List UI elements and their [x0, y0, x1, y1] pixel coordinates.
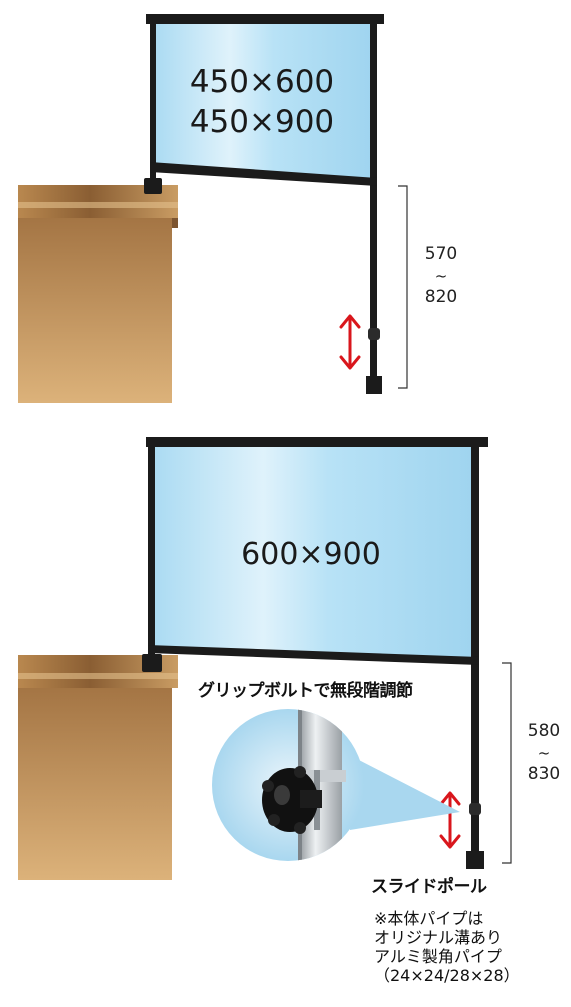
bottom-partition: [142, 437, 488, 869]
grip-bolt-caption: グリップボルトで無段階調節: [198, 681, 413, 701]
bottom-height-range: 580 ~ 830: [521, 723, 567, 783]
bottom-height-bracket: [502, 662, 512, 864]
top-adjust-arrow: [339, 314, 361, 370]
bottom-panel-size: 600×900: [241, 537, 381, 572]
top-panel-sizes: 450×600 450×900: [150, 62, 374, 142]
pipe-note: ※本体パイプは オリジナル溝あり アルミ製角パイプ （24×24/28×28）: [374, 909, 520, 985]
top-size-1: 450×600: [189, 64, 335, 100]
top-desk: [18, 185, 178, 403]
top-height-min: 570: [424, 244, 458, 264]
top-size-2: 450×900: [189, 104, 335, 140]
note-line-2: オリジナル溝あり: [374, 928, 503, 947]
note-line-1: ※本体パイプは: [374, 909, 484, 928]
top-height-range: 570 ~ 820: [418, 246, 464, 306]
bottom-desk: [18, 655, 178, 880]
top-height-bracket: [398, 185, 408, 389]
bottom-height-sep: ~: [537, 744, 551, 762]
grip-knob-icon: [262, 766, 322, 834]
grip-bolt-detail: [212, 709, 364, 861]
note-line-3: アルミ製角パイプ: [374, 947, 502, 966]
bottom-adjust-arrow: [439, 791, 461, 849]
bottom-height-max: 830: [527, 764, 561, 784]
bottom-height-min: 580: [527, 721, 561, 741]
top-height-sep: ~: [434, 267, 448, 285]
note-line-4: （24×24/28×28）: [374, 966, 520, 985]
slide-pole-caption: スライドポール: [371, 877, 487, 897]
top-partition: [144, 14, 384, 394]
top-height-max: 820: [424, 287, 458, 307]
detail-callout-pointer: [350, 758, 460, 830]
